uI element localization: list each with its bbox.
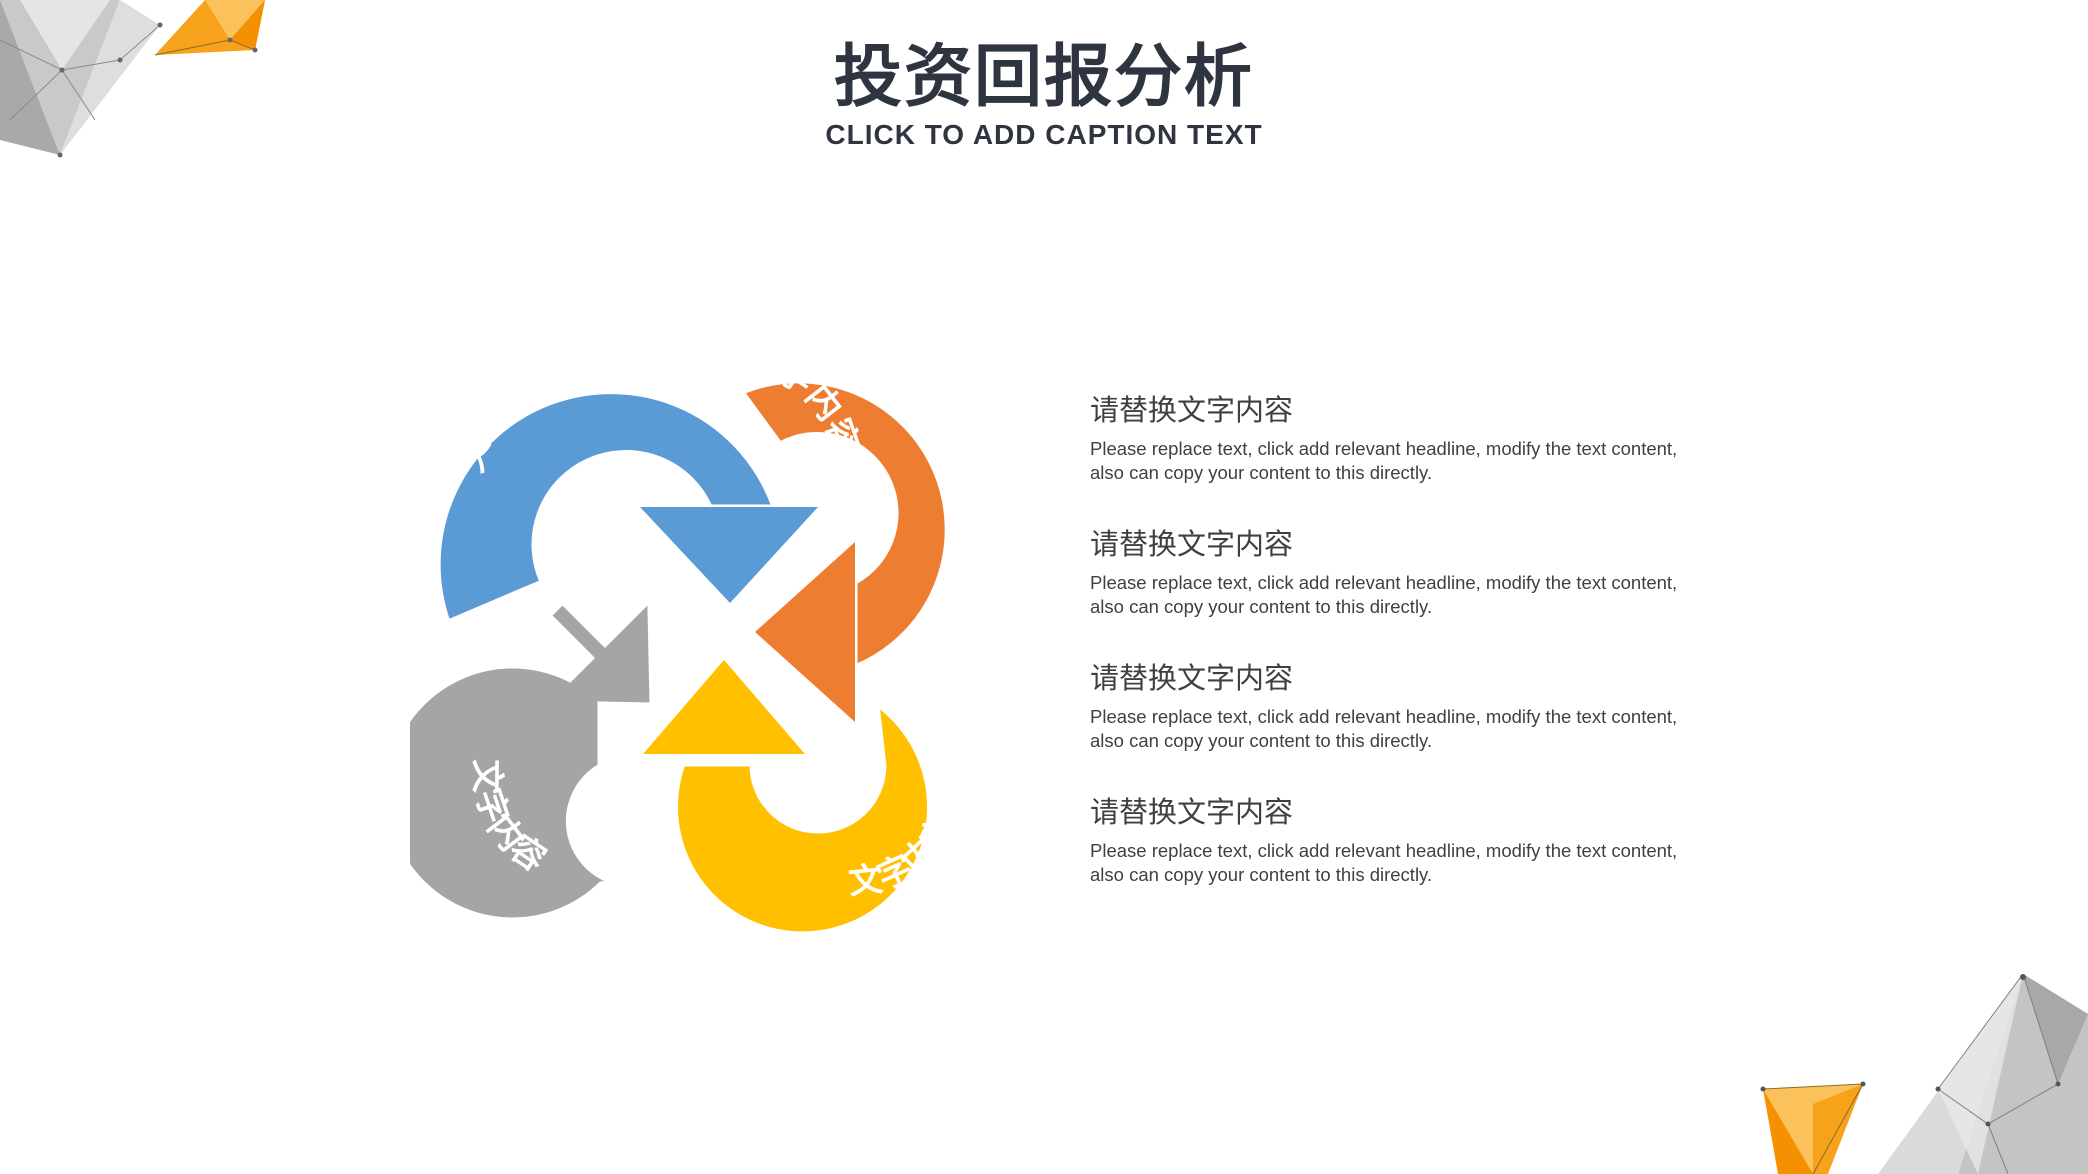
corner-decoration-bottom-right xyxy=(1760,974,2088,1174)
list-item: 请替换文字内容 Please replace text, click add r… xyxy=(1090,526,1790,619)
item-heading: 请替换文字内容 xyxy=(1090,393,1294,427)
list-item: 请替换文字内容 Please replace text, click add r… xyxy=(1090,392,1790,485)
item-body-line: also can copy your content to this direc… xyxy=(1090,864,1433,885)
arrow-segment-gray: 文字内容 xyxy=(410,605,666,923)
page-title: 投资回报分析 xyxy=(833,38,1254,117)
item-body: Please replace text, click add relevant … xyxy=(1090,839,1790,887)
item-heading: 请替换文字内容 xyxy=(1090,661,1294,695)
page-subtitle: CLICK TO ADD CAPTION TEXT xyxy=(825,119,1263,150)
item-body-line: also can copy your content to this direc… xyxy=(1090,730,1433,751)
corner-decoration-top-left xyxy=(0,0,265,158)
cycle-arrow-diagram: 文字内容 文字内容 文字内容 文字内容 xyxy=(410,339,964,937)
item-body: Please replace text, click add relevant … xyxy=(1090,437,1790,485)
item-body-line: Please replace text, click add relevant … xyxy=(1090,572,1678,593)
list-item: 请替换文字内容 Please replace text, click add r… xyxy=(1090,794,1790,887)
item-heading: 请替换文字内容 xyxy=(1090,527,1294,561)
item-body-line: Please replace text, click add relevant … xyxy=(1090,840,1678,861)
arrow-segment-yellow: 文字内容 xyxy=(643,660,964,937)
item-heading: 请替换文字内容 xyxy=(1090,795,1294,829)
item-body: Please replace text, click add relevant … xyxy=(1090,705,1790,753)
item-body-line: also can copy your content to this direc… xyxy=(1090,462,1433,483)
item-body-line: Please replace text, click add relevant … xyxy=(1090,706,1678,727)
item-body-line: also can copy your content to this direc… xyxy=(1090,596,1433,617)
item-body: Please replace text, click add relevant … xyxy=(1090,571,1790,619)
item-body-line: Please replace text, click add relevant … xyxy=(1090,438,1678,459)
list-item: 请替换文字内容 Please replace text, click add r… xyxy=(1090,660,1790,753)
